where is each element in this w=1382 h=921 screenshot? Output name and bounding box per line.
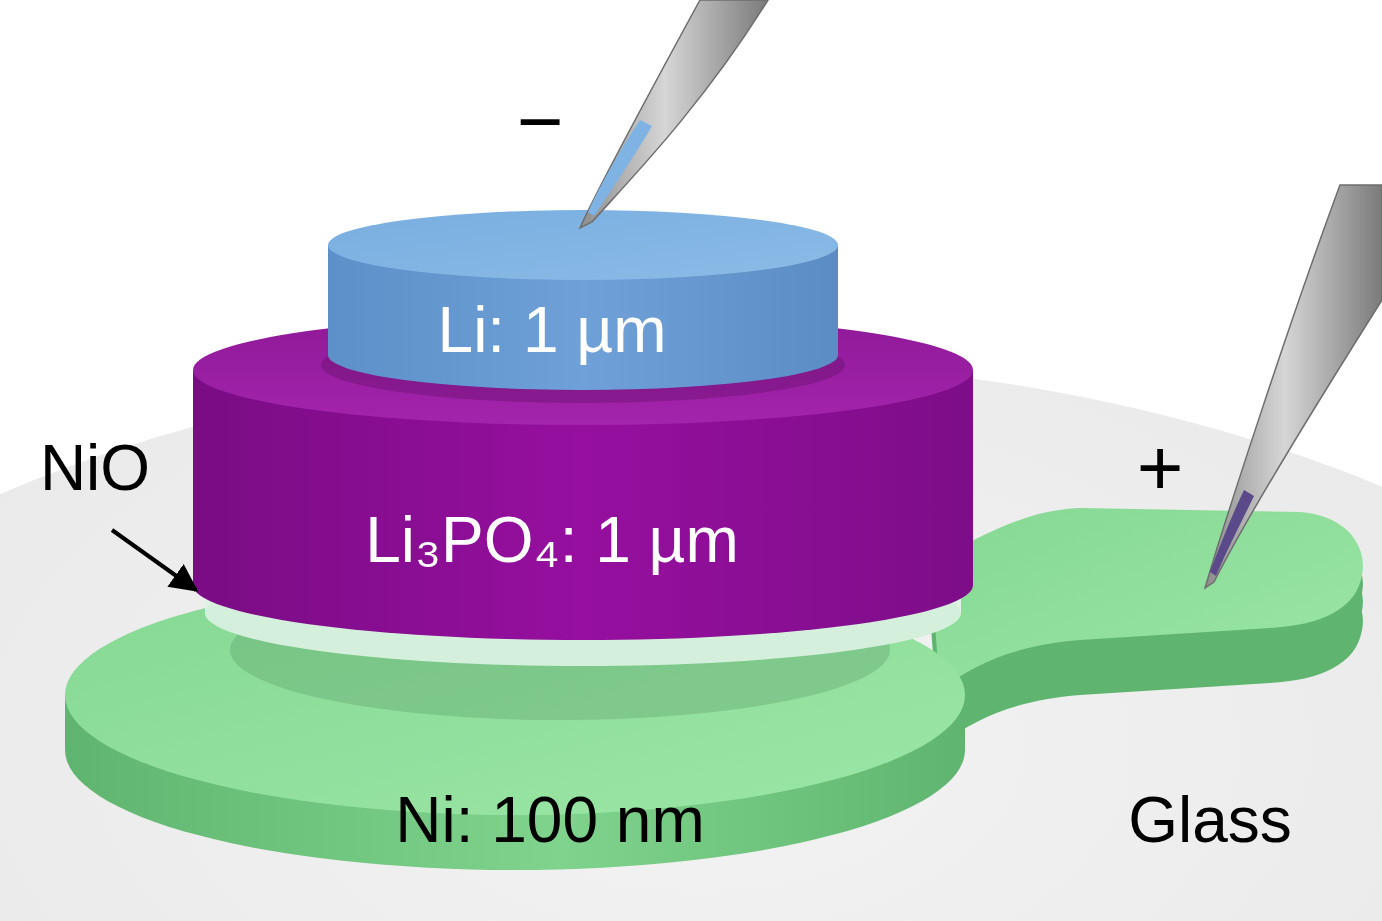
layer-node: Li₃PO₄: 1 µm [357, 501, 747, 579]
layer-name: NiO [40, 433, 150, 503]
layer-label: Li: 1 µm [438, 295, 667, 365]
polarity-sign: − [517, 78, 564, 166]
leader-arrow [112, 530, 196, 590]
substrate-name: Glass [1128, 785, 1292, 855]
layer-node: Li: 1 µm [430, 291, 675, 369]
probe-right [1205, 185, 1382, 588]
glass-substrate [0, 360, 1382, 921]
layer-label: Ni: 100 nm [395, 785, 704, 855]
layer-label: Li₃PO₄: 1 µm [365, 505, 739, 575]
layer-node: Ni: 100 nm [387, 781, 712, 859]
probe-left [580, 0, 768, 228]
polarity-sign: + [1137, 424, 1184, 512]
lithium-disk [321, 210, 845, 403]
